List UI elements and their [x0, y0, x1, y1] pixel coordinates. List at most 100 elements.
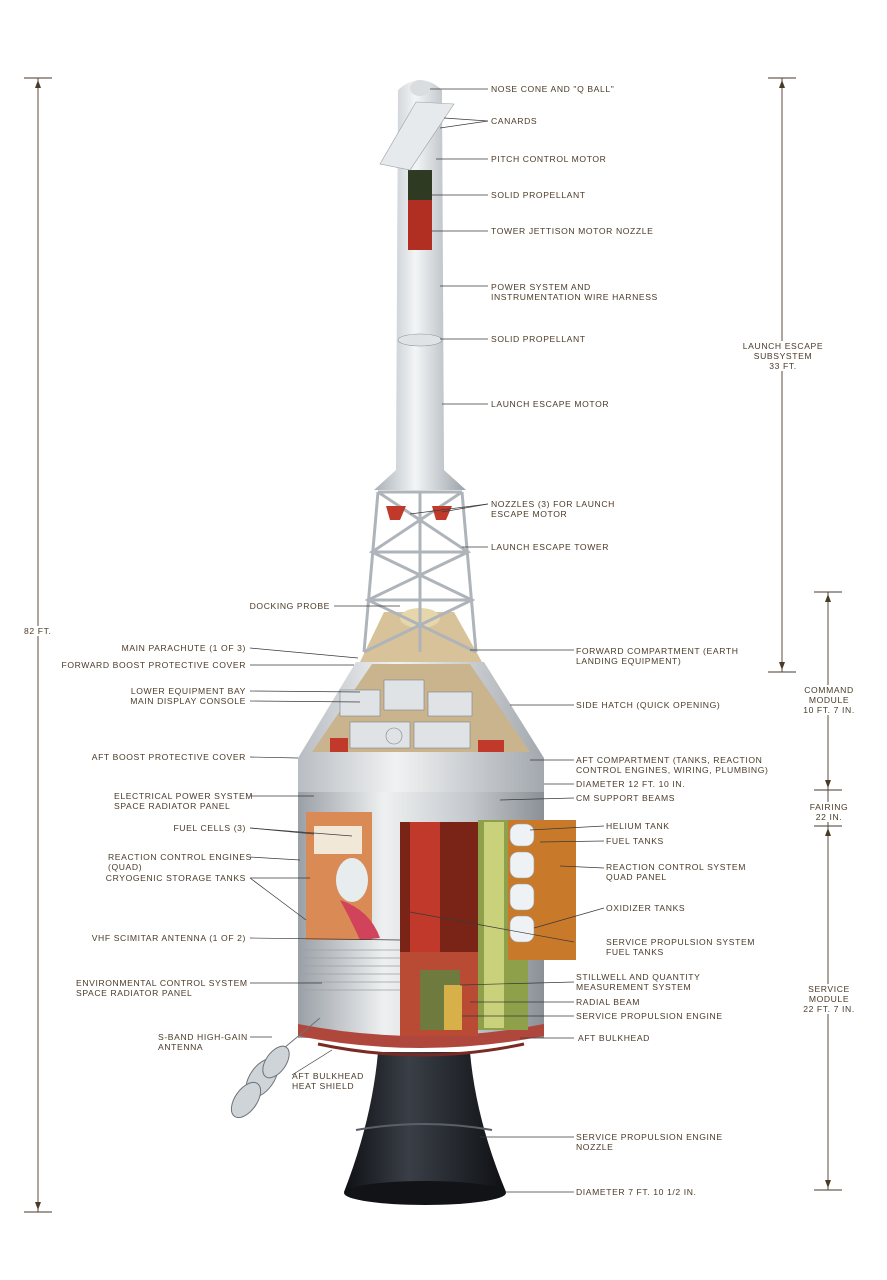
launch-escape-tower — [362, 490, 478, 654]
callout-solid-propellant-lower: SOLID PROPELLANT — [491, 334, 586, 344]
callout-line: AFT BULKHEAD — [578, 1033, 650, 1043]
callout-line: REACTION CONTROL ENGINES — [108, 852, 252, 862]
callout-main-display-console: MAIN DISPLAY CONSOLE — [60, 696, 246, 706]
dimension-arrows — [35, 80, 831, 1210]
callout-line: NOZZLE — [576, 1142, 614, 1152]
fairing-dimension-label: FAIRING 22 IN. — [796, 802, 862, 822]
callout-line: ESCAPE MOTOR — [491, 509, 568, 519]
callout-sps-nozzle: SERVICE PROPULSION ENGINE NOZZLE — [576, 1132, 723, 1152]
callout-line: VHF SCIMITAR ANTENNA (1 OF 2) — [91, 933, 246, 943]
callout-s-band-antenna: S-BAND HIGH-GAIN ANTENNA — [120, 1032, 248, 1052]
callout-aft-heat-shield: AFT BULKHEAD HEAT SHIELD — [292, 1071, 364, 1091]
callout-line: S-BAND HIGH-GAIN — [158, 1032, 248, 1042]
callout-aft-boost-cover: AFT BOOST PROTECTIVE COVER — [40, 752, 246, 762]
callout-line: SOLID PROPELLANT — [491, 190, 586, 200]
callout-sps-engine: SERVICE PROPULSION ENGINE — [576, 1011, 723, 1021]
callout-line: SOLID PROPELLANT — [491, 334, 586, 344]
callout-line: NOSE CONE AND "Q BALL" — [491, 84, 615, 94]
les-dim-line-1: LAUNCH ESCAPE — [742, 341, 824, 351]
sm-dim-line-2: MODULE — [808, 994, 850, 1004]
fairing-dim-line-1: FAIRING — [809, 802, 849, 812]
callout-line: SIDE HATCH (QUICK OPENING) — [576, 700, 721, 710]
callout-line: MAIN PARACHUTE (1 OF 3) — [121, 643, 246, 653]
callout-power-system-harness: POWER SYSTEM AND INSTRUMENTATION WIRE HA… — [491, 282, 658, 302]
callout-line: ELECTRICAL POWER SYSTEM — [114, 791, 254, 801]
sm-dimension-label: SERVICE MODULE 22 FT. 7 IN. — [790, 984, 868, 1014]
callout-rcs-engines: REACTION CONTROL ENGINES (QUAD) — [40, 852, 252, 872]
service-module — [298, 790, 576, 1057]
callout-fuel-tanks: FUEL TANKS — [606, 836, 664, 846]
callout-tower-jettison-nozzle: TOWER JETTISON MOTOR NOZZLE — [491, 226, 653, 236]
callout-line: MEASUREMENT SYSTEM — [576, 982, 692, 992]
callout-line: LOWER EQUIPMENT BAY — [130, 686, 246, 696]
les-dim-line-3: 33 FT. — [769, 361, 797, 371]
callout-diameter-7ft: DIAMETER 7 FT. 10 1/2 IN. — [576, 1187, 697, 1197]
callout-line: CANARDS — [491, 116, 538, 126]
launch-escape-motor — [374, 80, 466, 490]
callout-pitch-control-motor: PITCH CONTROL MOTOR — [491, 154, 606, 164]
callout-line: QUAD PANEL — [606, 872, 667, 882]
callout-line: FUEL TANKS — [606, 836, 664, 846]
callout-line: CRYOGENIC STORAGE TANKS — [105, 873, 246, 883]
callout-line: DOCKING PROBE — [249, 601, 330, 611]
callout-aft-compartment: AFT COMPARTMENT (TANKS, REACTION CONTROL… — [576, 755, 768, 775]
callout-line: ANTENNA — [158, 1042, 204, 1052]
les-dim-line-2: SUBSYSTEM — [753, 351, 813, 361]
sps-nozzle — [344, 1052, 506, 1205]
callout-line: SPACE RADIATOR PANEL — [114, 801, 231, 811]
callout-line: DIAMETER 7 FT. 10 1/2 IN. — [576, 1187, 697, 1197]
callout-line: LAUNCH ESCAPE TOWER — [491, 542, 610, 552]
callout-main-parachute: MAIN PARACHUTE (1 OF 3) — [60, 643, 246, 653]
callout-radial-beam: RADIAL BEAM — [576, 997, 640, 1007]
callout-line: CM SUPPORT BEAMS — [576, 793, 676, 803]
cm-dim-line-3: 10 FT. 7 IN. — [803, 705, 855, 715]
callout-line: INSTRUMENTATION WIRE HARNESS — [491, 292, 658, 302]
callout-forward-compartment: FORWARD COMPARTMENT (EARTH LANDING EQUIP… — [576, 646, 739, 666]
command-module — [298, 608, 544, 792]
callout-oxidizer-tanks: OXIDIZER TANKS — [606, 903, 685, 913]
callout-line: LAUNCH ESCAPE MOTOR — [491, 399, 610, 409]
callout-eps-radiator: ELECTRICAL POWER SYSTEM SPACE RADIATOR P… — [40, 791, 254, 811]
s-band-antenna — [230, 1017, 321, 1119]
callout-line: SERVICE PROPULSION SYSTEM — [606, 937, 756, 947]
fairing-dim-line-2: 22 IN. — [815, 812, 843, 822]
callout-line: RADIAL BEAM — [576, 997, 641, 1007]
callout-fuel-cells: FUEL CELLS (3) — [100, 823, 246, 833]
callout-line: AFT BOOST PROTECTIVE COVER — [91, 752, 246, 762]
callout-nose-cone: NOSE CONE AND "Q BALL" — [491, 84, 614, 94]
callout-line: SERVICE PROPULSION ENGINE — [576, 1132, 723, 1142]
sm-dim-line-1: SERVICE — [808, 984, 850, 994]
callout-cm-support-beams: CM SUPPORT BEAMS — [576, 793, 675, 803]
callout-line: STILLWELL AND QUANTITY — [576, 972, 701, 982]
callout-line: (QUAD) — [108, 862, 143, 872]
callout-les-nozzles: NOZZLES (3) FOR LAUNCH ESCAPE MOTOR — [491, 499, 615, 519]
callout-line: MAIN DISPLAY CONSOLE — [130, 696, 246, 706]
callout-line: NOZZLES (3) FOR LAUNCH — [491, 499, 615, 509]
callout-line: PITCH CONTROL MOTOR — [491, 154, 607, 164]
callout-line: SERVICE PROPULSION ENGINE — [576, 1011, 723, 1021]
callout-line: DIAMETER 12 FT. 10 IN. — [576, 779, 686, 789]
overall-length-label: 82 FT. — [24, 626, 52, 636]
callout-line: FORWARD COMPARTMENT (EARTH — [576, 646, 739, 656]
callout-line: OXIDIZER TANKS — [606, 903, 686, 913]
callout-line: ENVIRONMENTAL CONTROL SYSTEM — [76, 978, 248, 988]
callout-line: CONTROL ENGINES, WIRING, PLUMBING) — [576, 765, 769, 775]
callout-canards: CANARDS — [491, 116, 537, 126]
callout-solid-propellant-upper: SOLID PROPELLANT — [491, 190, 586, 200]
callout-line: POWER SYSTEM AND — [491, 282, 591, 292]
les-dimension-label: LAUNCH ESCAPE SUBSYSTEM 33 FT. — [738, 341, 828, 371]
sm-dim-line-3: 22 FT. 7 IN. — [803, 1004, 855, 1014]
callout-side-hatch: SIDE HATCH (QUICK OPENING) — [576, 700, 720, 710]
callout-launch-escape-tower: LAUNCH ESCAPE TOWER — [491, 542, 609, 552]
callout-line: REACTION CONTROL SYSTEM — [606, 862, 747, 872]
cm-dim-line-1: COMMAND — [804, 685, 854, 695]
cm-dimension-label: COMMAND MODULE 10 FT. 7 IN. — [790, 685, 868, 715]
callout-launch-escape-motor: LAUNCH ESCAPE MOTOR — [491, 399, 609, 409]
callout-line: TOWER JETTISON MOTOR NOZZLE — [491, 226, 654, 236]
callout-line: FUEL CELLS (3) — [173, 823, 246, 833]
callout-diameter-12ft: DIAMETER 12 FT. 10 IN. — [576, 779, 685, 789]
callout-aft-bulkhead: AFT BULKHEAD — [578, 1033, 650, 1043]
callout-line: HELIUM TANK — [606, 821, 670, 831]
callout-line: AFT COMPARTMENT (TANKS, REACTION — [576, 755, 763, 765]
